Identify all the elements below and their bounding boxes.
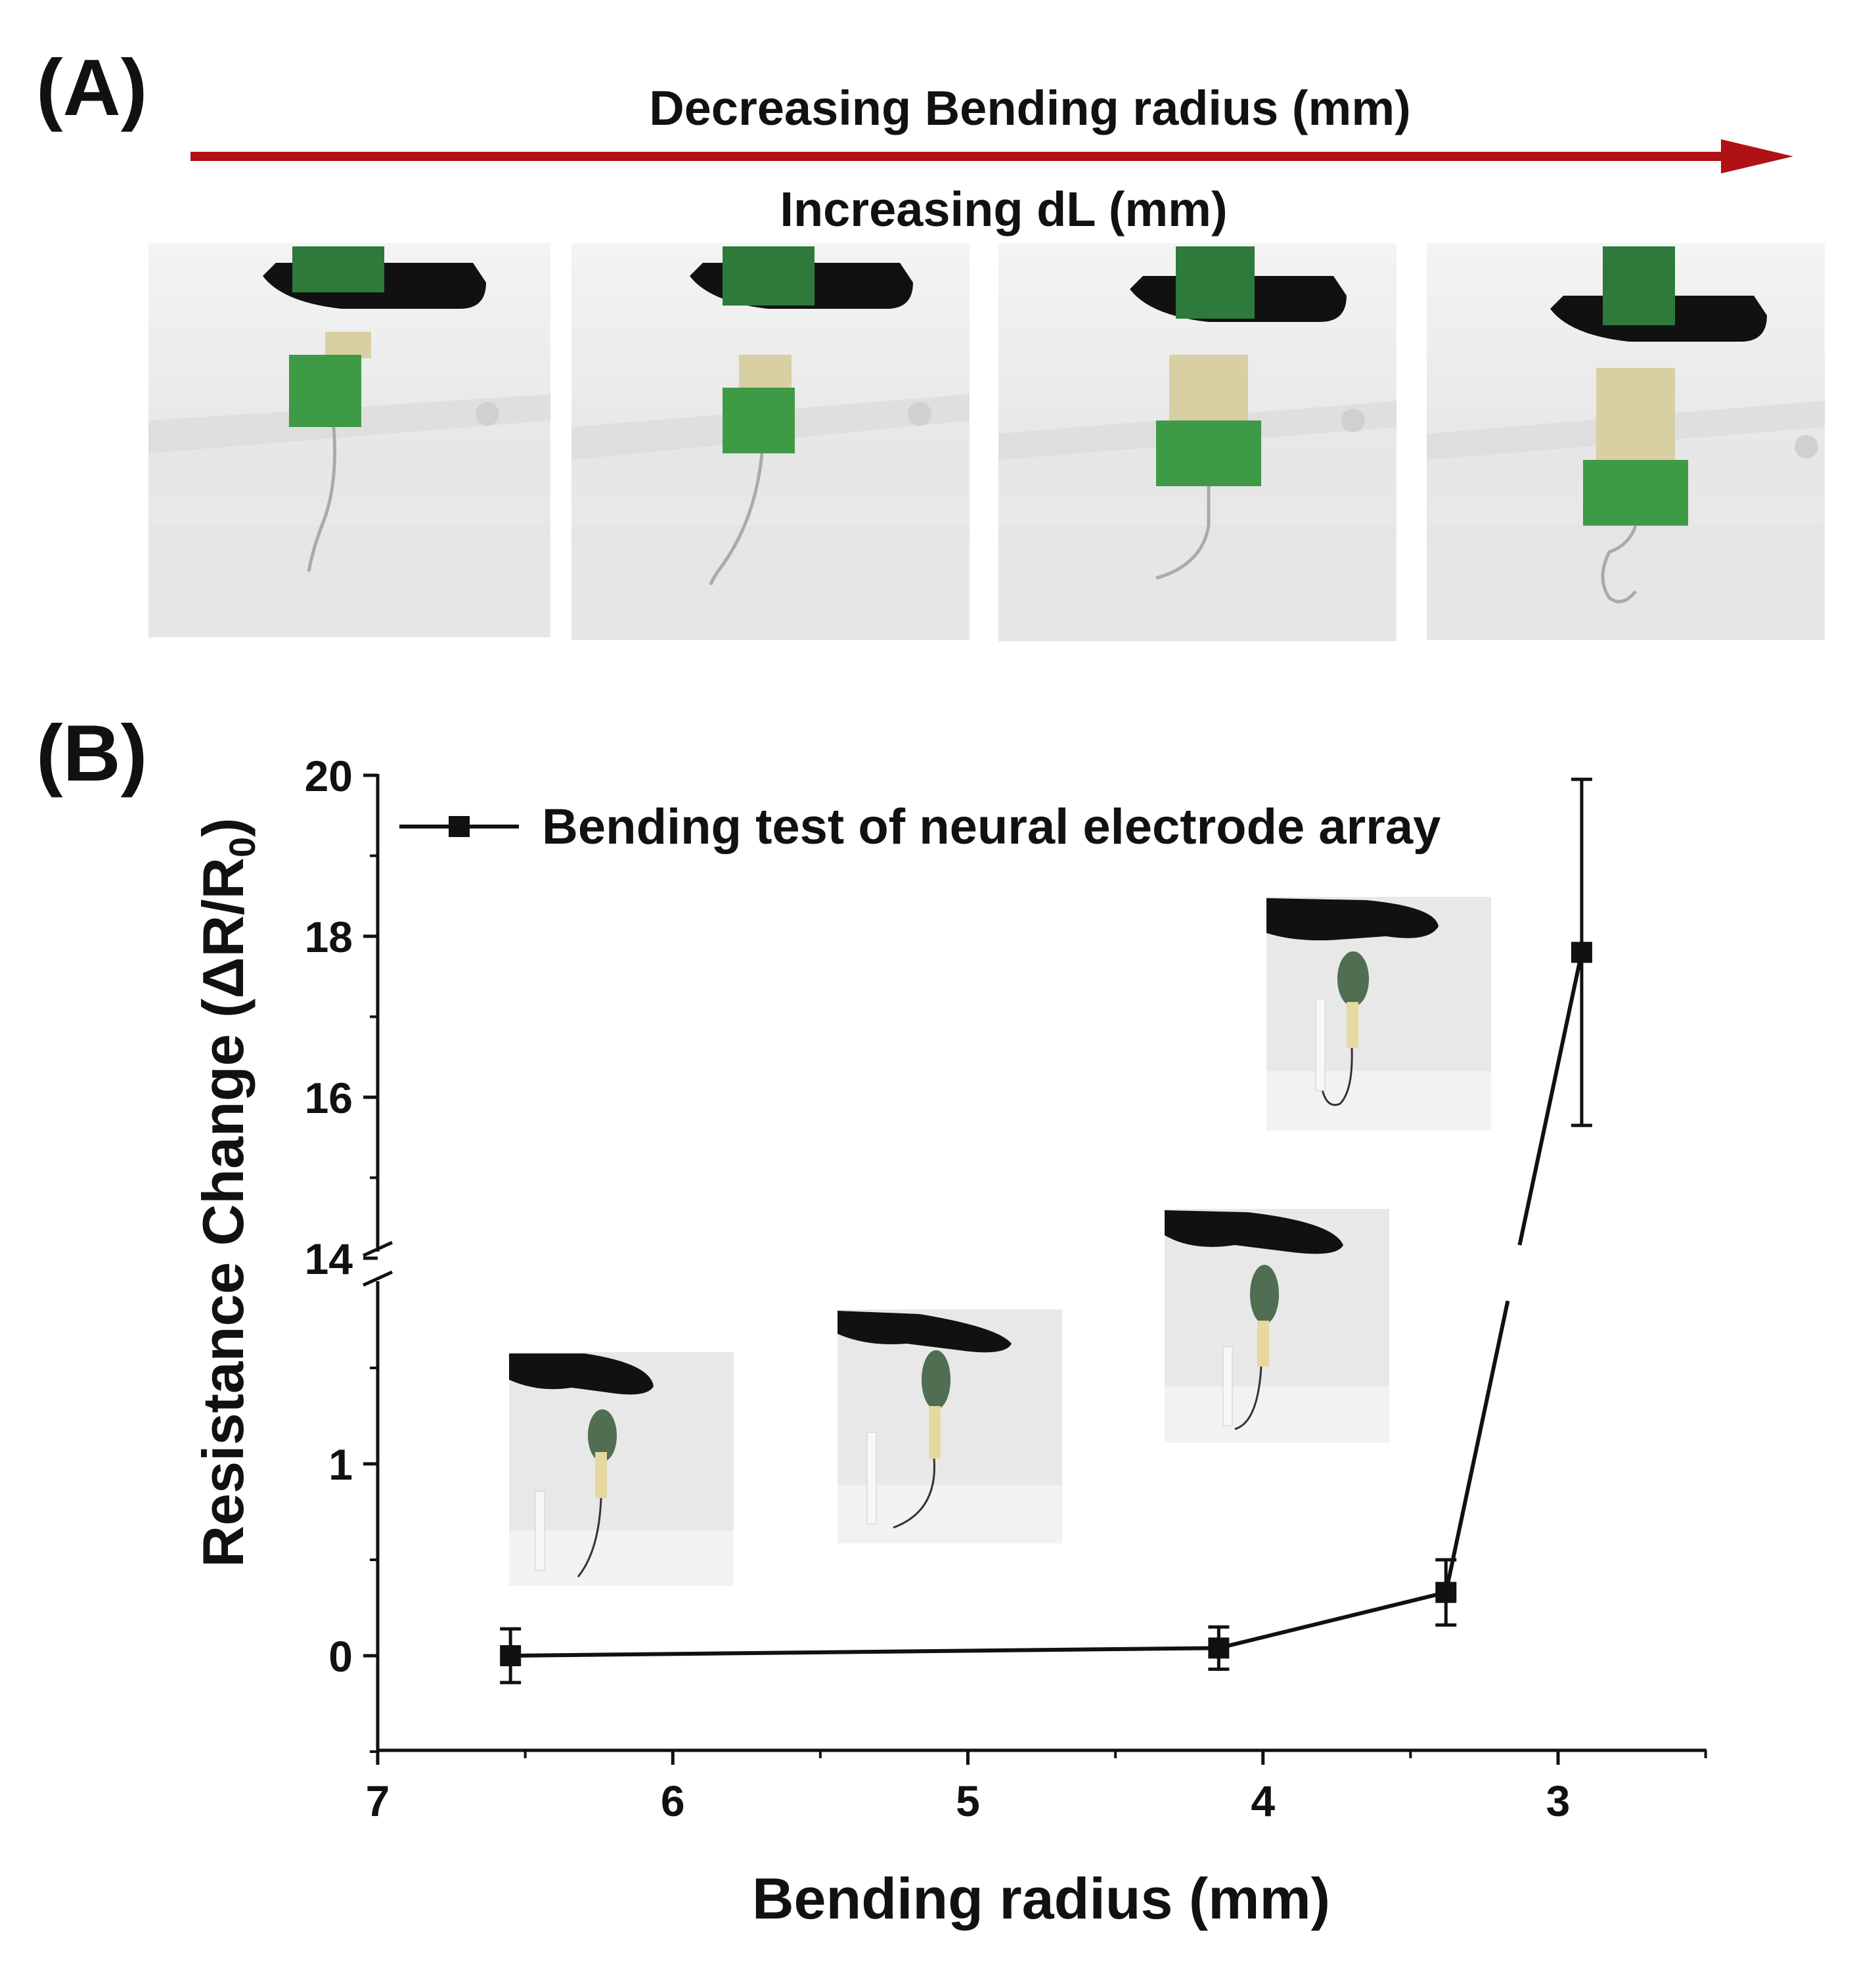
chart-ticks: 7 6 5 4 3 0 1 14 16 18 20 [305,752,1707,1825]
series-line-segment [510,1646,1219,1658]
legend-marker [449,816,470,837]
inset-photo-2 [838,1309,1062,1543]
chart-series [500,777,1592,1685]
y-tick-label: 0 [328,1632,353,1681]
y-axis-label-subscript: 0 [221,837,263,857]
arrow-caption-bottom: Increasing dL (mm) [780,182,1228,237]
chart-axes [362,774,1707,1752]
inset-photo-4 [1266,897,1491,1131]
series-line-segment [1444,1300,1510,1593]
inset-photo-3 [1165,1209,1389,1443]
y-tick-label: 20 [305,752,353,800]
bending-photo-2 [571,243,970,640]
bending-photo-4 [1427,243,1825,640]
y-axis-label: Resistance Change (ΔR/R0) [190,818,263,1568]
x-tick-label: 7 [366,1777,390,1825]
y-axis-label-close: ) [190,818,256,837]
series-line-segment [1218,1590,1446,1650]
chart-inset-photos [509,897,1491,1586]
x-axis-label: Bending radius (mm) [752,1866,1330,1931]
bending-photo-1 [148,243,550,637]
y-axis-label-main: Resistance Change (ΔR/R [190,857,256,1567]
panel-a-label: (A) [36,43,148,132]
axis-break-mark [362,1240,393,1258]
y-tick-label: 14 [305,1235,353,1283]
arrow-caption-top: Decreasing Bending radius (mm) [649,81,1411,135]
y-tick-label: 1 [328,1440,353,1489]
legend-label: Bending test of neural electrode array [542,799,1440,855]
x-tick-label: 3 [1546,1777,1571,1825]
data-point-marker [1435,1581,1457,1603]
photo-row [148,243,1825,641]
direction-arrow-icon [190,139,1793,173]
chart-legend: Bending test of neural electrode array [399,799,1440,855]
y-tick-label: 18 [305,913,353,961]
data-point-marker [1571,942,1592,963]
panel-b-label: (B) [36,708,148,798]
x-tick-label: 4 [1251,1777,1275,1825]
inset-photo-1 [509,1352,734,1586]
axis-break-mark [362,1270,393,1287]
x-tick-label: 6 [661,1777,685,1825]
data-point-marker [1208,1637,1230,1659]
data-point-marker [500,1645,522,1666]
bending-photo-3 [998,243,1396,641]
series-line-segment [1517,951,1584,1246]
y-tick-label: 16 [305,1074,353,1122]
x-tick-label: 5 [956,1777,980,1825]
